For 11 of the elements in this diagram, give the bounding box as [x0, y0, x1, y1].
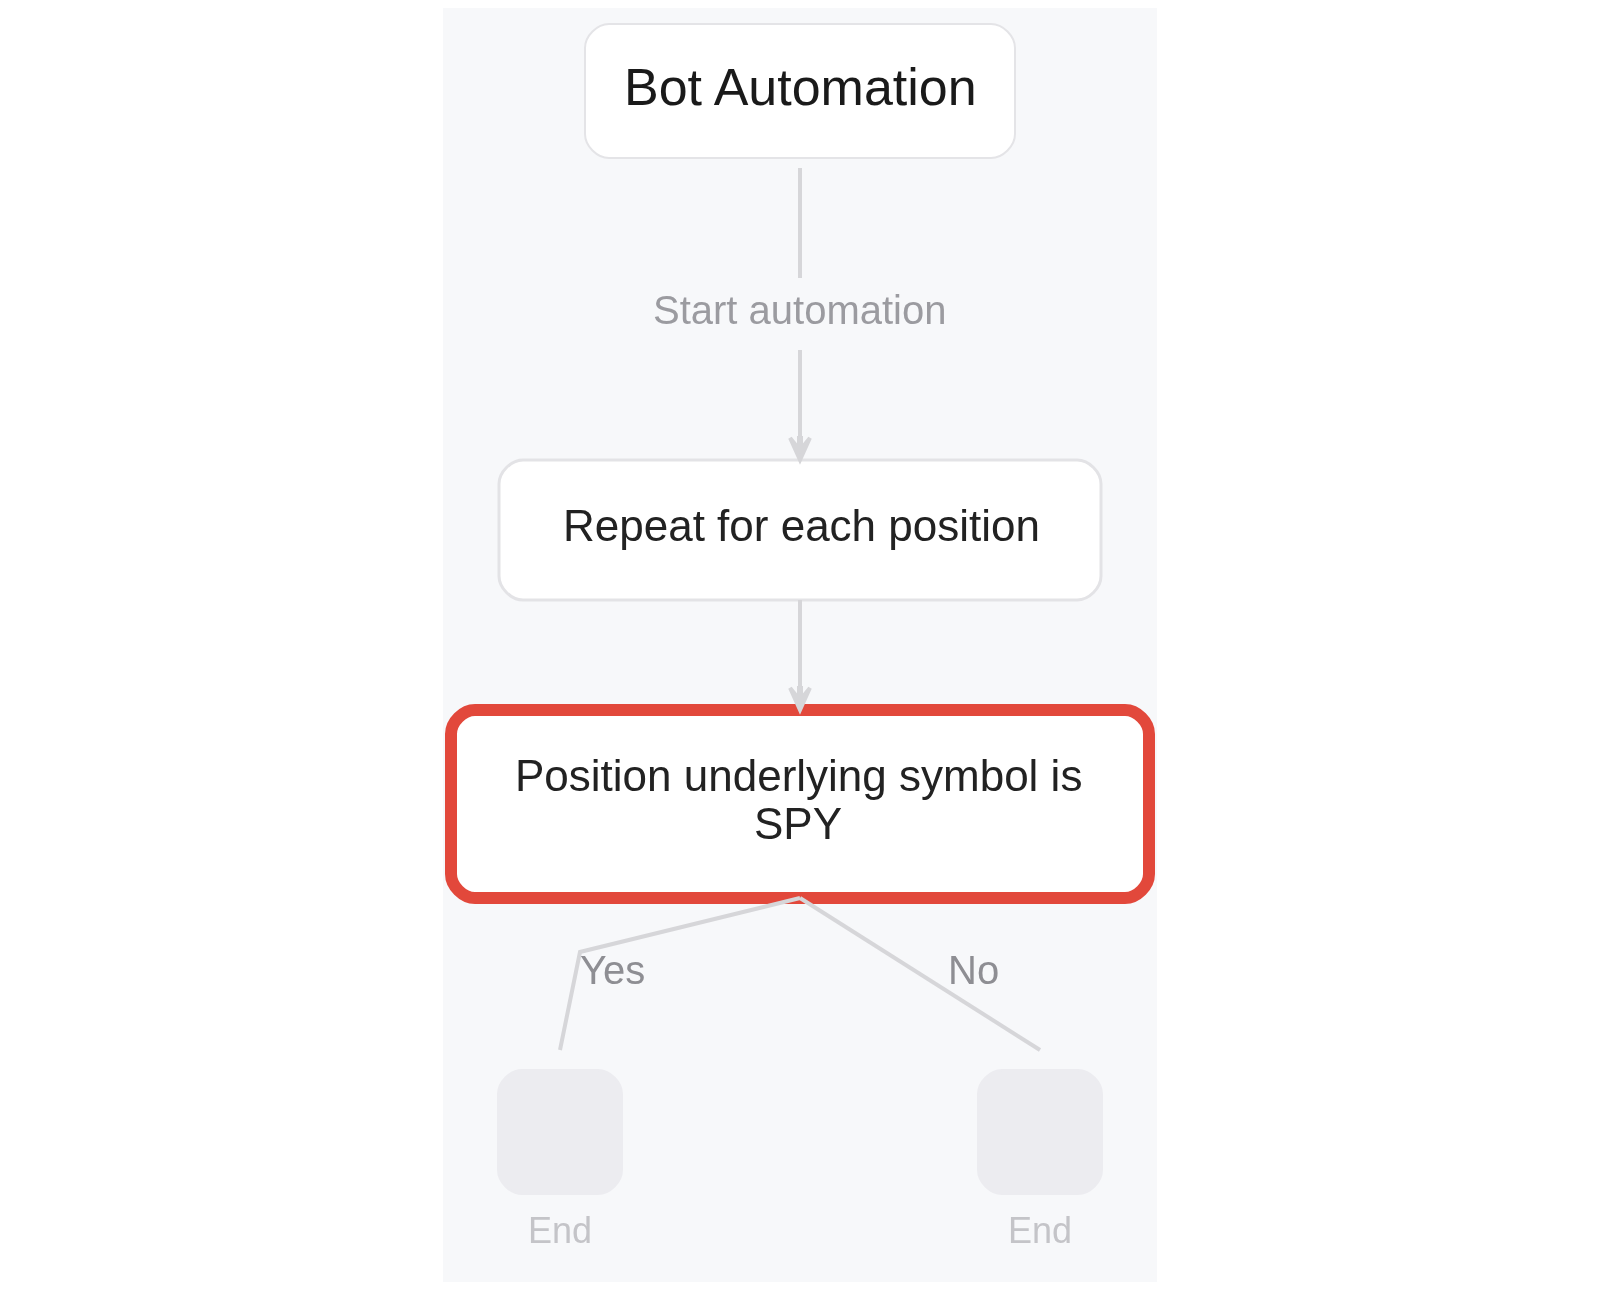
- node-box: Position underlying symbol is SPY: [445, 704, 1155, 904]
- connector: [558, 896, 801, 1051]
- edge-label: Yes: [580, 948, 646, 992]
- arrow: [788, 350, 812, 462]
- node-text: Start automation: [653, 288, 947, 332]
- arrow: [788, 600, 812, 712]
- connector: [798, 896, 1042, 1052]
- diagram-title: Bot Automation: [624, 57, 977, 116]
- connector: [798, 168, 802, 278]
- edge-label: No: [948, 948, 1000, 992]
- node-box: Repeat for each position: [497, 458, 1103, 602]
